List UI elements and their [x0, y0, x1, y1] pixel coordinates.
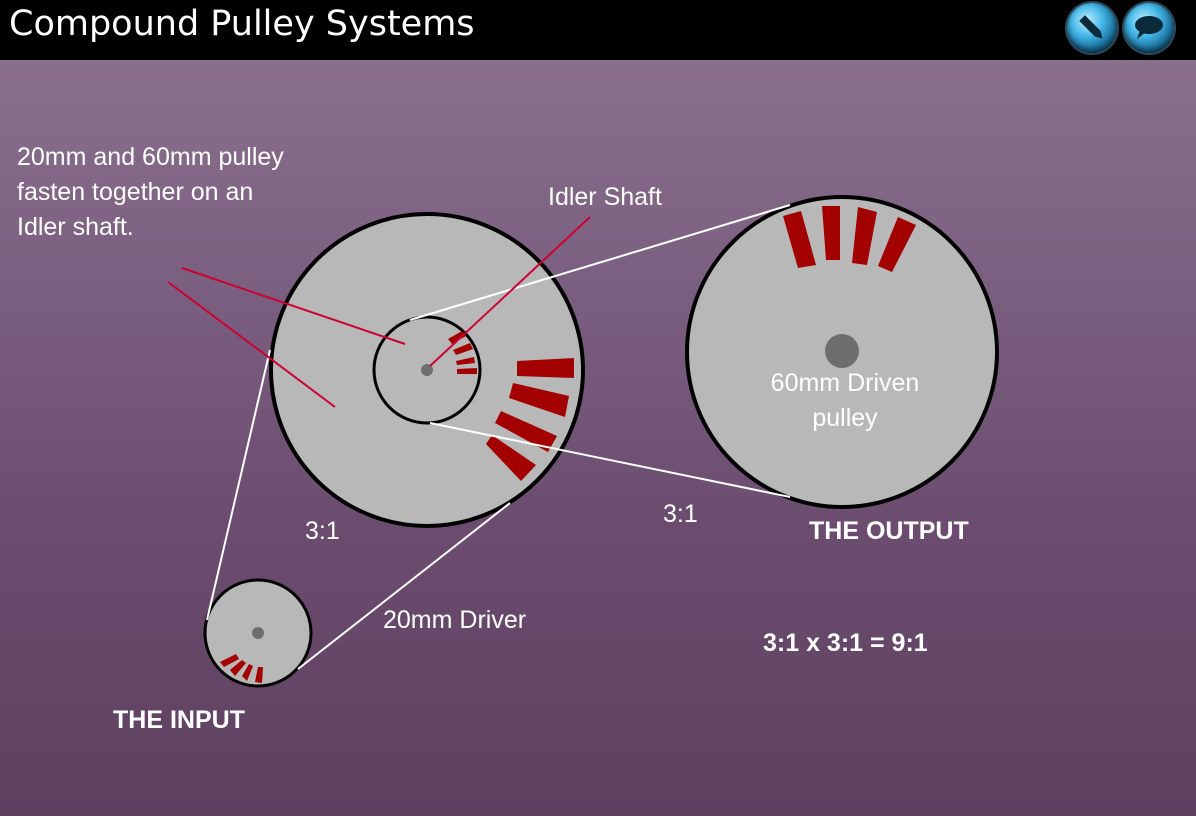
- idler-shaft-label: Idler Shaft: [548, 183, 662, 211]
- comment-button[interactable]: [1124, 3, 1174, 53]
- ratio-equation: 3:1 x 3:1 = 9:1: [763, 629, 928, 657]
- output-label: THE OUTPUT: [809, 517, 969, 545]
- idler-small-pulley-markers: [448, 331, 477, 374]
- pencil-icon: [1079, 15, 1103, 39]
- compound-note-line-2: fasten together on an: [17, 178, 254, 206]
- idler-pulley-markers: [486, 358, 574, 481]
- page-title: Compound Pulley Systems: [9, 4, 475, 44]
- ratio-label-left: 3:1: [305, 517, 340, 545]
- input-pulley-hub: [252, 627, 264, 639]
- idler-shaft-hub: [421, 364, 433, 376]
- compound-note-line-3: Idler shaft.: [17, 213, 134, 241]
- input-label: THE INPUT: [113, 706, 245, 734]
- input-pulley-markers: [220, 654, 263, 683]
- leader-lines: [167, 216, 591, 408]
- title-bar: Compound Pulley Systems: [0, 0, 1196, 60]
- speech-bubble-icon: [1135, 16, 1163, 39]
- driven-pulley-label-line-1: 60mm Driven: [770, 369, 920, 397]
- driver-label: 20mm Driver: [383, 606, 527, 634]
- belts: [206, 204, 791, 670]
- driven-pulley-hub: [825, 334, 859, 368]
- driven-pulley-markers: [783, 206, 916, 272]
- compound-note-line-1: 20mm and 60mm pulley: [17, 143, 284, 171]
- edit-button[interactable]: [1067, 3, 1117, 53]
- driven-pulley-label-line-2: pulley: [812, 404, 878, 432]
- ratio-label-right: 3:1: [663, 500, 698, 528]
